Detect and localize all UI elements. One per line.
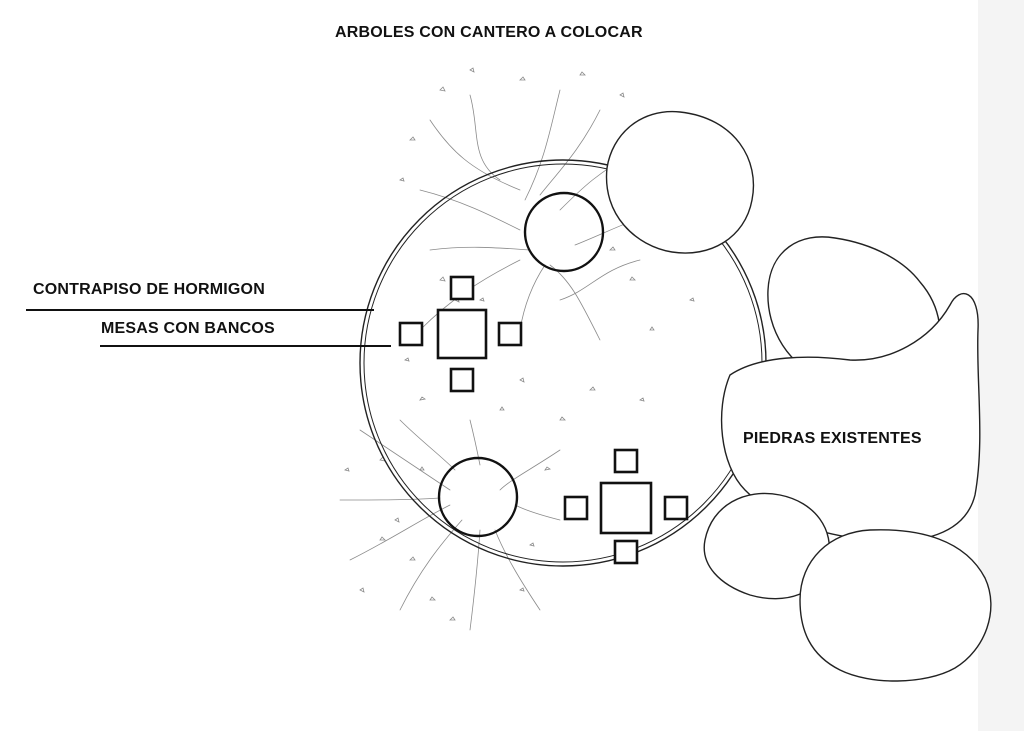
bench [398, 321, 424, 347]
trees-label: ARBOLES CON CANTERO A COLOCAR [335, 24, 643, 41]
bench [449, 275, 475, 301]
leader-lines [26, 309, 391, 347]
table [599, 481, 653, 535]
table-set-2 [563, 448, 689, 565]
existing-rocks [605, 110, 992, 682]
table-set-1 [398, 275, 523, 393]
rock-bottom [799, 529, 992, 682]
bench [613, 539, 639, 565]
bench [613, 448, 639, 474]
tree-planter-top [523, 191, 605, 273]
bench [449, 367, 475, 393]
bench [497, 321, 523, 347]
bench [663, 495, 689, 521]
concrete-slab-label: CONTRAPISO DE HORMIGON [33, 281, 265, 298]
tree-planter-bottom [437, 456, 519, 538]
table [436, 308, 488, 360]
rock-top [605, 110, 755, 254]
existing-rocks-label: PIEDRAS EXISTENTES [743, 430, 922, 447]
tables-with-benches-label: MESAS CON BANCOS [101, 320, 275, 337]
bench [563, 495, 589, 521]
